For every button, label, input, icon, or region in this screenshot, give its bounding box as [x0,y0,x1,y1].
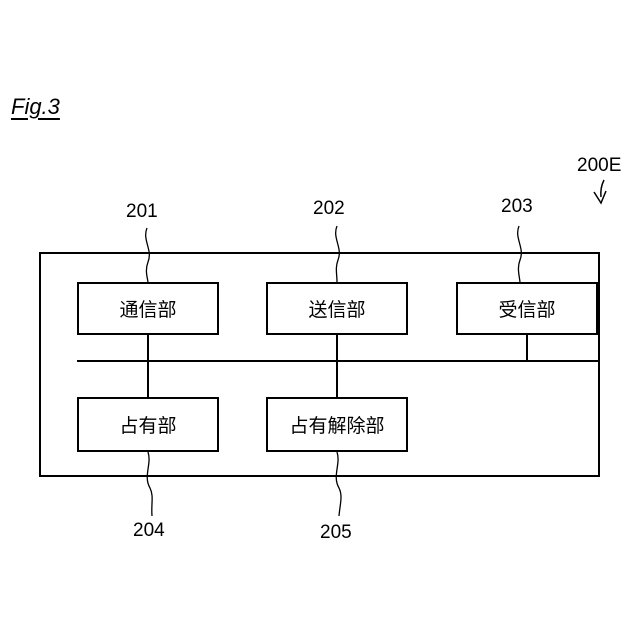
unit-204-label: 占有部 [119,411,176,438]
unit-204-ref: 204 [133,520,165,542]
apparatus-pointer-arrow [601,180,604,197]
unit-203-label: 受信部 [498,295,555,322]
apparatus-pointer-arrowhead [594,191,606,203]
unit-203-ref: 203 [501,196,533,218]
unit-202-box: 送信部 [266,282,408,335]
unit-205-label: 占有解除部 [289,411,384,438]
unit-204-box: 占有部 [77,397,219,452]
unit-205-box: 占有解除部 [266,397,408,452]
unit-202-label: 送信部 [308,295,365,322]
unit-201-ref: 201 [126,201,158,223]
unit-202-ref: 202 [313,198,345,220]
unit-201-box: 通信部 [77,282,219,335]
unit-205-ref: 205 [320,522,352,544]
unit-203-box: 受信部 [456,282,598,335]
unit-201-label: 通信部 [119,295,176,322]
